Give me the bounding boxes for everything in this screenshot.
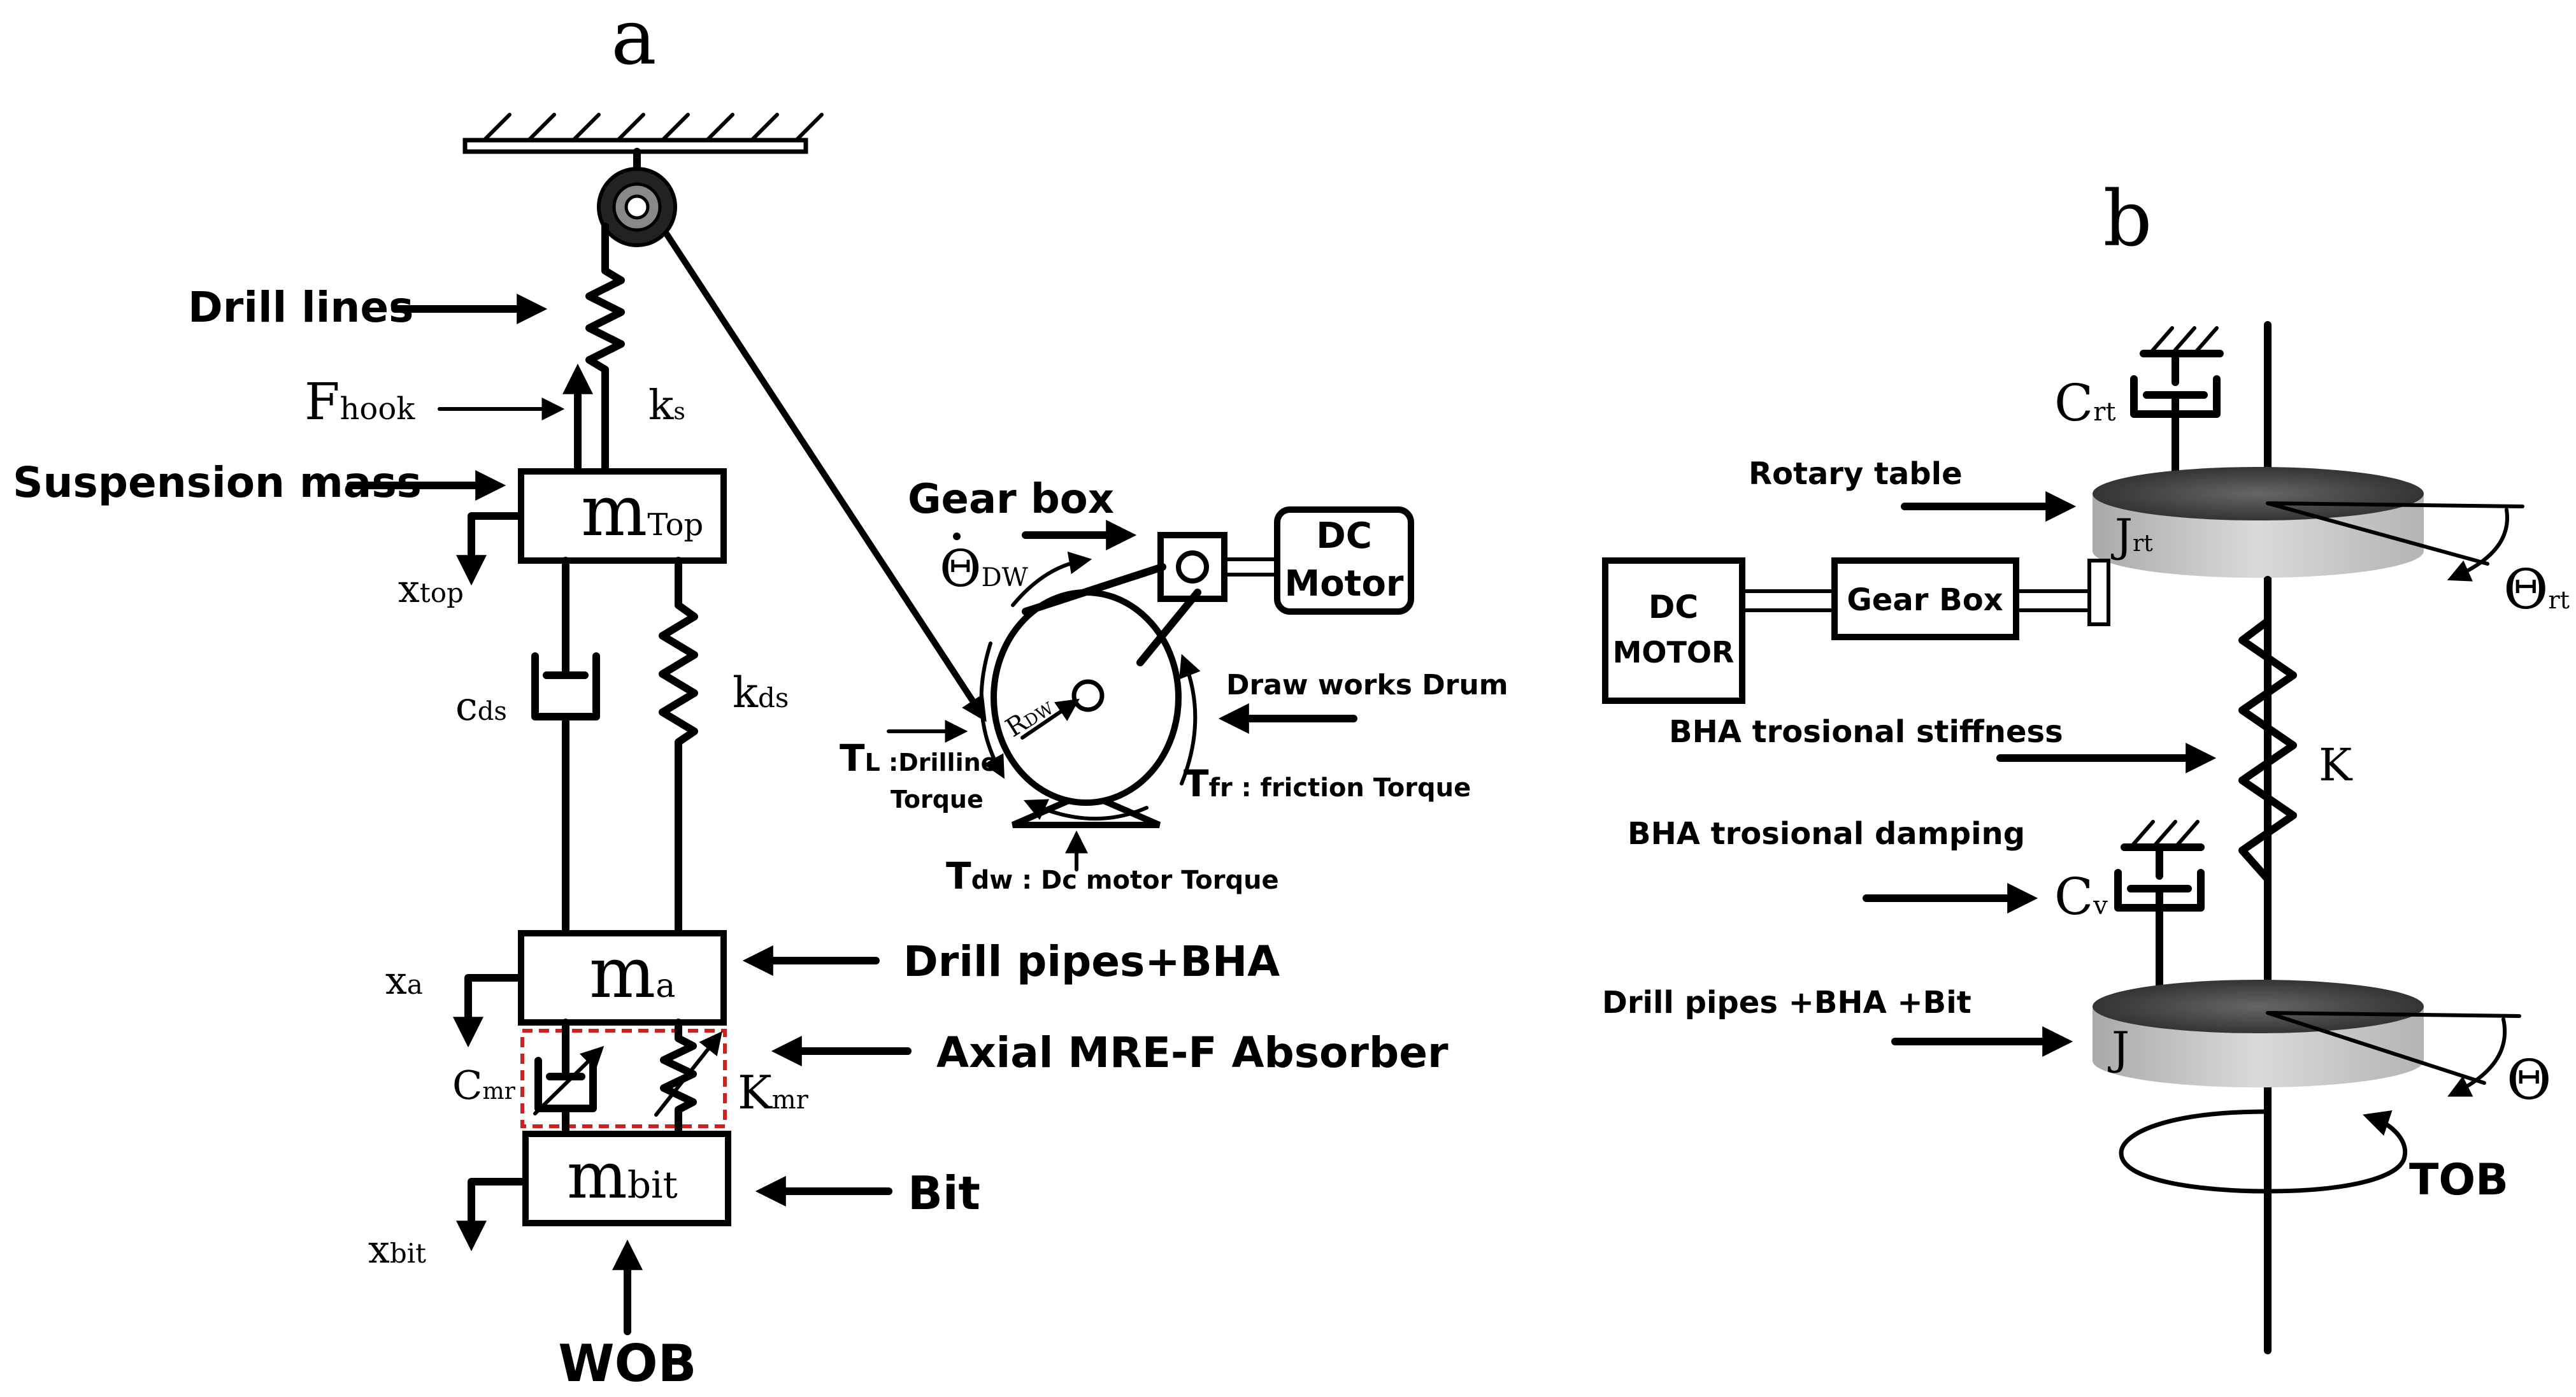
k-label: K bbox=[2319, 739, 2353, 791]
tl-label-line2: Torque bbox=[891, 785, 984, 813]
mass-bit-label: mbit bbox=[567, 1138, 678, 1213]
tfr-label: Tfr : friction Torque bbox=[1184, 762, 1471, 805]
f-hook-label: Fhook bbox=[304, 372, 415, 431]
gear-box-b-label: Gear Box bbox=[1847, 582, 2003, 618]
tfr-torque-arc bbox=[1179, 654, 1201, 785]
x-a-arrow bbox=[453, 974, 523, 1048]
gear-box-block-b bbox=[1831, 557, 2019, 640]
panel-a: a mTop Fhook ks Drill lines Suspension m bbox=[13, 0, 1508, 1393]
k-ds-label: kds bbox=[733, 668, 789, 717]
tl-label: TL :Drilline bbox=[840, 736, 997, 780]
c-ds-label: cds bbox=[455, 683, 507, 729]
theta-dw-rotation-arrow bbox=[1011, 551, 1092, 607]
bha-stiffness-label: BHA trosional stiffness bbox=[1669, 714, 2063, 750]
x-bit-arrow bbox=[456, 1178, 527, 1252]
tl-torque-arc bbox=[979, 641, 1005, 779]
ks-label: ks bbox=[648, 382, 685, 429]
mass-a-label: ma bbox=[589, 932, 675, 1014]
theta-rt-arc bbox=[2447, 508, 2509, 582]
theta-rt-label: Θrt bbox=[2503, 558, 2570, 622]
wob-label: WOB bbox=[558, 1334, 696, 1393]
panel-b: b Crt Jrt Θrt Rotary table DC MOTOR bbox=[1602, 175, 2570, 1354]
mre-absorber-box bbox=[520, 1029, 727, 1128]
bit-disc bbox=[2093, 980, 2424, 1087]
c-mr-label: Cmr bbox=[452, 1062, 516, 1108]
tob-label: TOB bbox=[2409, 1155, 2508, 1205]
theta-rt-reference bbox=[2266, 501, 2524, 566]
drill-pipes-bha-label: Drill pipes+BHA bbox=[903, 937, 1280, 986]
gear-flange bbox=[2087, 559, 2110, 626]
dc-motor-b-line2: MOTOR bbox=[1613, 635, 1735, 670]
drill-lines-label: Drill lines bbox=[188, 283, 413, 332]
draw-works-drum-label: Draw works Drum bbox=[1226, 669, 1508, 701]
damper-crt bbox=[2130, 326, 2224, 482]
theta-dw-dot bbox=[953, 533, 961, 540]
x-a-label: xa bbox=[385, 959, 423, 1003]
dc-motor-box-b bbox=[1602, 557, 1745, 704]
damper-cv bbox=[2114, 820, 2205, 998]
tdw-torque-arc bbox=[1023, 799, 1148, 821]
rotary-table-disc bbox=[2093, 467, 2424, 578]
x-bit-label: xbit bbox=[368, 1228, 426, 1272]
x-top-label: xtop bbox=[398, 567, 464, 612]
draw-works-drum bbox=[991, 563, 1201, 828]
dc-motor-b-line1: DC bbox=[1649, 589, 1698, 626]
panel-a-label: a bbox=[611, 0, 657, 82]
gear-box-label: Gear box bbox=[908, 476, 1114, 523]
axial-absorber-label: Axial MRE-F Absorber bbox=[936, 1028, 1449, 1077]
variable-spring-kmr bbox=[654, 1019, 722, 1138]
k-mr-label: Kmr bbox=[738, 1066, 809, 1119]
ceiling-support bbox=[462, 113, 824, 154]
mass-top-label: mTop bbox=[581, 470, 703, 552]
gear-box-shaft bbox=[1176, 550, 1209, 584]
rotary-table-label: Rotary table bbox=[1749, 456, 1963, 492]
theta-dw-label: ΘDW bbox=[940, 539, 1028, 598]
theta-reference bbox=[2266, 1011, 2521, 1085]
damper-cds bbox=[531, 557, 600, 937]
torsional-spring-k bbox=[2238, 576, 2297, 998]
theta-label: Θ bbox=[2507, 1049, 2552, 1112]
tob-rotation-arrow bbox=[2119, 1109, 2408, 1194]
bha-damping-label: BHA trosional damping bbox=[1628, 816, 2025, 852]
pulley bbox=[597, 148, 677, 247]
c-rt-label: Crt bbox=[2054, 373, 2115, 433]
x-top-arrow bbox=[456, 512, 523, 586]
dc-motor-a-line2: Motor bbox=[1284, 563, 1403, 605]
bit-label: Bit bbox=[908, 1166, 980, 1220]
dc-motor-a-line1: DC bbox=[1316, 515, 1372, 557]
spring-ks bbox=[585, 222, 625, 475]
mass-a-box bbox=[518, 930, 727, 1026]
spring-kds bbox=[659, 557, 698, 937]
theta-arc bbox=[2447, 1017, 2507, 1097]
j-label: J bbox=[2108, 1022, 2129, 1075]
drill-pipes-bha-bit-label: Drill pipes +BHA +Bit bbox=[1602, 985, 1971, 1021]
tdw-label: Tdw : Dc motor Torque bbox=[946, 854, 1279, 898]
dc-motor-box-a bbox=[1274, 506, 1414, 615]
j-rt-label: Jrt bbox=[2111, 510, 2153, 562]
variable-damper-cmr bbox=[533, 1019, 605, 1138]
c-v-label: Cv bbox=[2054, 867, 2108, 926]
panel-b-label: b bbox=[2103, 175, 2152, 264]
mass-bit-box bbox=[522, 1131, 731, 1226]
drill-line-cable bbox=[662, 231, 987, 722]
mass-top-box bbox=[518, 468, 727, 564]
